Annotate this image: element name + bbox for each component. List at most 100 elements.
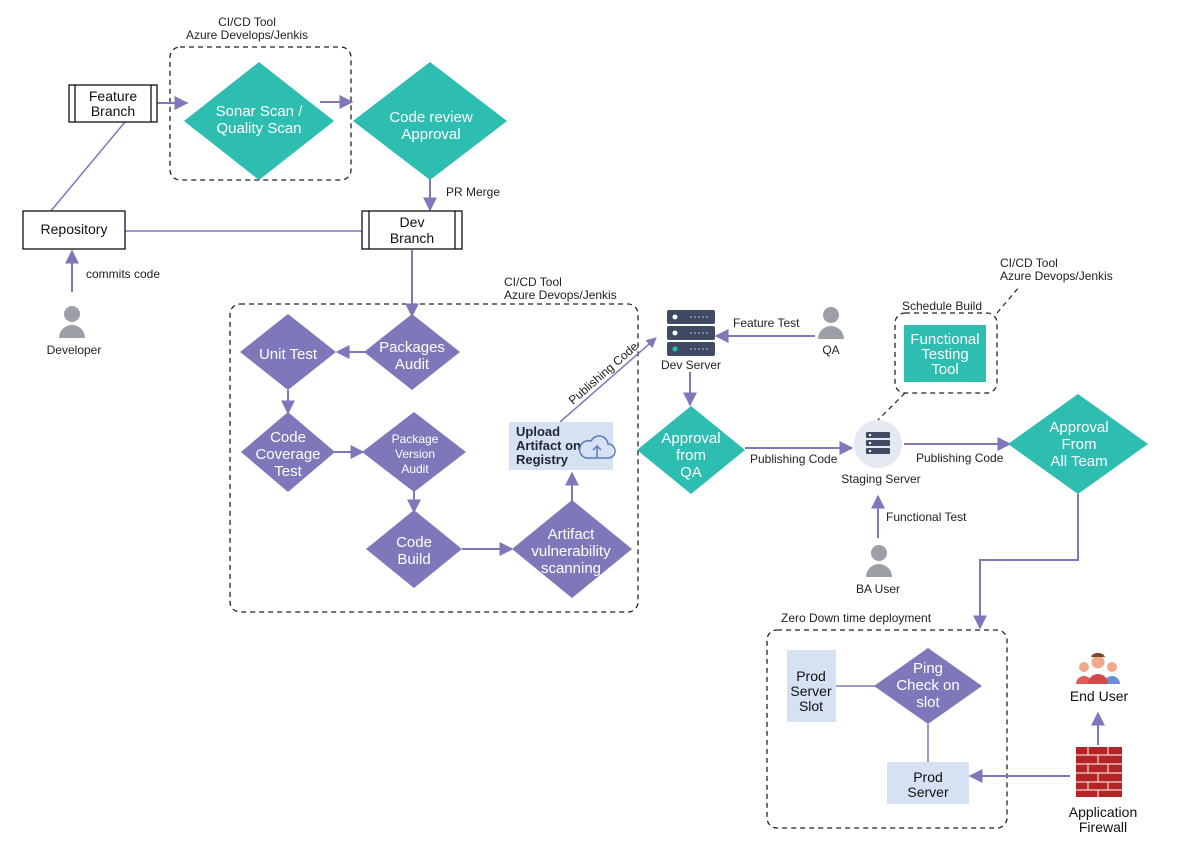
unit-test-label: Unit Test bbox=[259, 346, 318, 363]
upload-artifact-label-3: Registry bbox=[516, 452, 569, 467]
upload-artifact-label-1: Upload bbox=[516, 424, 560, 439]
prod-server-node: Prod Server bbox=[887, 762, 969, 804]
sonar-scan-label-2: Quality Scan bbox=[216, 120, 301, 137]
artifact-scan-label-2: vulnerability bbox=[531, 543, 611, 560]
code-review-node: Code review Approval bbox=[353, 62, 507, 180]
group-top-title-2: Azure Develops/Jenkis bbox=[186, 28, 308, 42]
dev-branch-label-2: Branch bbox=[390, 230, 434, 246]
code-coverage-label-1: Code bbox=[270, 429, 306, 446]
code-coverage-node: Code Coverage Test bbox=[241, 412, 335, 492]
prod-server-label-2: Server bbox=[907, 784, 949, 800]
edge-feature-to-repo bbox=[49, 121, 126, 213]
qa-user-icon bbox=[818, 307, 844, 339]
packages-audit-label-2: Audit bbox=[395, 356, 430, 373]
functional-callout-line-top bbox=[996, 285, 1021, 314]
group-prod-border bbox=[766, 629, 1008, 829]
approval-qa-node: Approval from QA bbox=[637, 406, 745, 494]
group-functional-title-2: Azure Devops/Jenkis bbox=[1000, 269, 1113, 283]
dev-branch-box: Dev Branch bbox=[361, 210, 463, 250]
package-version-label-1: Package bbox=[392, 432, 439, 446]
edge-upload-to-devserver bbox=[559, 337, 657, 423]
sonar-scan-label-1: Sonar Scan / bbox=[216, 103, 304, 120]
code-review-label-2: Approval bbox=[401, 126, 460, 143]
ba-user-icon bbox=[866, 545, 892, 577]
approval-qa-label-2: from bbox=[676, 447, 706, 464]
group-top-title-1: CI/CD Tool bbox=[218, 15, 276, 29]
code-build-label-2: Build bbox=[397, 551, 430, 568]
approval-all-label-2: From bbox=[1062, 436, 1097, 453]
end-user-group-icon bbox=[1076, 652, 1120, 684]
upload-artifact-label-2: Artifact on bbox=[516, 438, 581, 453]
ping-check-label-1: Ping bbox=[913, 660, 943, 677]
ping-check-label-2: Check on bbox=[896, 677, 959, 694]
qa-label: QA bbox=[822, 343, 839, 357]
repository-box: Repository bbox=[22, 210, 126, 250]
feature-branch-label-2: Branch bbox=[91, 103, 135, 119]
edge-label-publishing-code-diag: Publishing Code bbox=[566, 339, 641, 407]
group-pipeline-title-1: CI/CD Tool bbox=[504, 275, 562, 289]
firewall-icon bbox=[1076, 747, 1122, 797]
code-coverage-label-3: Test bbox=[274, 463, 302, 480]
edge-approvalall-to-prod bbox=[973, 494, 1079, 630]
dev-branch-label-1: Dev bbox=[400, 214, 425, 230]
functional-callout-line-bottom bbox=[877, 392, 906, 421]
staging-server-label: Staging Server bbox=[841, 472, 920, 486]
staging-server-icon bbox=[854, 420, 902, 468]
functional-tool-label-3: Tool bbox=[931, 361, 959, 378]
feature-branch-box: Feature Branch bbox=[68, 84, 158, 123]
prod-server-label-1: Prod bbox=[913, 769, 943, 785]
repository-label: Repository bbox=[41, 221, 108, 237]
edge-label-publishing-code-qa: Publishing Code bbox=[750, 452, 838, 466]
prod-server-slot-node: Prod Server Slot bbox=[787, 650, 836, 722]
group-functional-title-1: CI/CD Tool bbox=[1000, 256, 1058, 270]
artifact-scan-label-3: scanning bbox=[541, 560, 601, 577]
packages-audit-node: Packages Audit bbox=[364, 314, 460, 390]
ba-user-label: BA User bbox=[856, 582, 900, 596]
feature-branch-label-1: Feature bbox=[89, 88, 137, 104]
unit-test-node: Unit Test bbox=[240, 314, 336, 390]
approval-all-label-1: Approval bbox=[1049, 419, 1108, 436]
group-prod-title: Zero Down time deployment bbox=[781, 611, 932, 625]
developer-user-icon bbox=[59, 306, 85, 338]
group-pipeline-border bbox=[229, 303, 639, 613]
package-version-audit-node: Package Version Audit bbox=[362, 412, 466, 492]
code-coverage-label-2: Coverage bbox=[255, 446, 320, 463]
developer-label: Developer bbox=[47, 343, 102, 357]
group-pipeline-title-2: Azure Devops/Jenkis bbox=[504, 288, 617, 302]
functional-testing-tool-node: Functional Testing Tool bbox=[904, 325, 986, 382]
cloud-upload-icon bbox=[578, 435, 616, 459]
artifact-scan-node: Artifact vulnerability scanning bbox=[512, 500, 632, 598]
packages-audit-label-1: Packages bbox=[379, 339, 445, 356]
dev-server-label: Dev Server bbox=[661, 358, 721, 372]
package-version-label-3: Audit bbox=[401, 462, 429, 476]
prod-slot-label-2: Server bbox=[790, 683, 832, 699]
functional-tool-label-2: Testing bbox=[921, 346, 969, 363]
code-build-label-1: Code bbox=[396, 534, 432, 551]
code-build-node: Code Build bbox=[366, 510, 462, 588]
firewall-label-2: Firewall bbox=[1079, 819, 1127, 835]
package-version-label-2: Version bbox=[395, 447, 435, 461]
upload-artifact-node: Upload Artifact on Registry bbox=[509, 422, 616, 470]
artifact-scan-label-1: Artifact bbox=[548, 526, 596, 543]
ping-check-label-3: slot bbox=[916, 694, 940, 711]
group-functional-border bbox=[894, 312, 998, 394]
edge-label-functional-test: Functional Test bbox=[886, 510, 967, 524]
group-functional-schedule: Schedule Build bbox=[902, 299, 982, 313]
prod-slot-label-1: Prod bbox=[796, 668, 826, 684]
prod-slot-label-3: Slot bbox=[799, 698, 823, 714]
edge-label-publishing-code-staging: Publishing Code bbox=[916, 451, 1004, 465]
approval-all-label-3: All Team bbox=[1050, 453, 1107, 470]
approval-all-team-node: Approval From All Team bbox=[1008, 394, 1148, 494]
approval-qa-label-1: Approval bbox=[661, 430, 720, 447]
functional-tool-label-1: Functional bbox=[910, 331, 979, 348]
end-user-label: End User bbox=[1070, 688, 1129, 704]
edge-label-pr-merge: PR Merge bbox=[446, 185, 500, 199]
edge-label-commits-code: commits code bbox=[86, 267, 160, 281]
sonar-scan-node: Sonar Scan / Quality Scan bbox=[184, 62, 334, 180]
dev-server-icon bbox=[667, 310, 715, 356]
edge-label-feature-test: Feature Test bbox=[733, 316, 800, 330]
ping-check-node: Ping Check on slot bbox=[874, 648, 982, 724]
code-review-label-1: Code review bbox=[389, 109, 473, 126]
